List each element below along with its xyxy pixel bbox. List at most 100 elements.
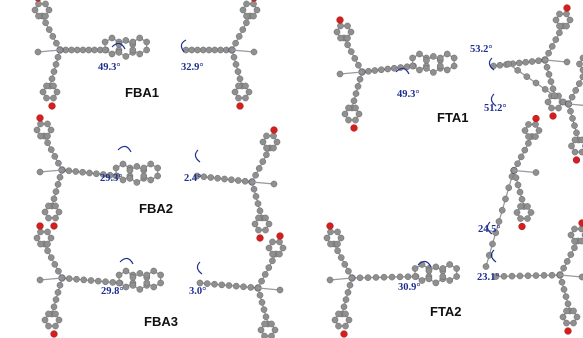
atom-c	[548, 43, 556, 50]
atom-c	[45, 214, 52, 222]
angle-fba3-right: 3.0°	[189, 286, 206, 297]
atom-c	[390, 64, 398, 72]
atom-c	[250, 0, 257, 8]
atom-c	[250, 185, 258, 193]
atom-c	[571, 225, 578, 233]
atom-c	[54, 181, 62, 188]
atom-c	[126, 167, 134, 174]
atom-o	[572, 156, 581, 164]
atom-c	[56, 173, 64, 181]
atom-c	[50, 82, 57, 90]
atom-c	[193, 172, 201, 180]
atom-c	[243, 0, 250, 8]
bond	[257, 287, 281, 291]
atom-c	[514, 160, 521, 167]
atom-c	[218, 281, 226, 289]
atom-c	[36, 276, 44, 284]
atom-c	[55, 159, 62, 167]
atom-c	[136, 34, 144, 42]
angle-fba1-left: 49.3°	[98, 62, 121, 73]
atom-c	[548, 271, 556, 279]
atom-c	[143, 279, 151, 287]
atom-c	[563, 319, 570, 327]
atom-c	[371, 67, 379, 74]
atom-c	[411, 265, 419, 272]
atom-c	[39, 88, 47, 96]
atom-c	[404, 273, 412, 280]
atom-c	[345, 104, 352, 112]
atom-c	[50, 94, 57, 102]
atom-c	[44, 132, 51, 140]
bond	[559, 274, 583, 278]
atom-o	[36, 114, 44, 122]
atom-c	[129, 38, 137, 46]
atom-c	[525, 139, 532, 147]
atom-c	[333, 28, 341, 36]
atom-c	[37, 228, 44, 236]
atom-c	[409, 62, 416, 70]
atom-c	[567, 251, 575, 258]
atom-c	[86, 169, 93, 177]
atom-c	[154, 172, 161, 180]
bond	[39, 277, 63, 281]
atom-o	[48, 102, 56, 110]
atom-c	[364, 274, 372, 281]
atom-c	[576, 60, 583, 68]
atom-c	[239, 6, 247, 14]
arrow-fba3-right	[196, 261, 203, 275]
atom-c	[515, 59, 523, 67]
atom-c	[352, 116, 359, 124]
arrow-fta2-top	[486, 221, 493, 235]
atom-c	[232, 61, 240, 68]
atom-c	[543, 63, 551, 71]
atom-c	[269, 238, 276, 246]
atom-c	[570, 307, 577, 315]
atom-c	[521, 146, 529, 154]
atom-c	[270, 144, 277, 152]
bond	[231, 49, 255, 53]
atom-c	[79, 46, 87, 54]
atom-c	[344, 34, 351, 42]
atom-c	[230, 53, 238, 61]
atom-c	[355, 110, 363, 118]
atom-c	[571, 244, 578, 252]
label-fta2: FTA2	[430, 304, 462, 319]
atom-c	[568, 142, 575, 150]
atom-c	[559, 313, 567, 321]
atom-c	[236, 75, 244, 83]
atom-c	[430, 53, 437, 60]
atom-c	[396, 273, 404, 281]
atom-c	[560, 286, 568, 293]
atom-c	[273, 138, 281, 146]
atom-c	[140, 172, 148, 180]
atom-c	[416, 66, 423, 74]
atom-c	[525, 121, 532, 128]
atom-c	[225, 282, 233, 289]
atom-c	[327, 240, 334, 248]
atom-c	[45, 310, 52, 318]
angle-fta1-right: 51.2°	[484, 103, 507, 114]
atom-c	[535, 127, 543, 134]
atom-c	[450, 62, 458, 70]
atom-c	[261, 271, 269, 278]
atom-c	[423, 65, 430, 72]
atom-o	[532, 114, 540, 123]
atom-c	[350, 97, 358, 105]
bond	[513, 169, 537, 174]
atom-c	[337, 22, 344, 30]
atom-c	[115, 49, 123, 56]
atom-c	[532, 169, 540, 176]
atom-c	[326, 276, 334, 284]
atom-c	[576, 80, 583, 87]
angle-fba2-left: 29.3°	[100, 173, 123, 184]
atom-c	[243, 19, 250, 27]
atom-c	[72, 168, 80, 175]
atom-c	[119, 160, 127, 168]
atom-c	[573, 129, 580, 137]
atom-c	[126, 175, 134, 182]
atom-c	[55, 208, 63, 216]
atom-c	[263, 151, 270, 159]
atom-c	[250, 12, 257, 20]
atom-c	[335, 322, 342, 330]
